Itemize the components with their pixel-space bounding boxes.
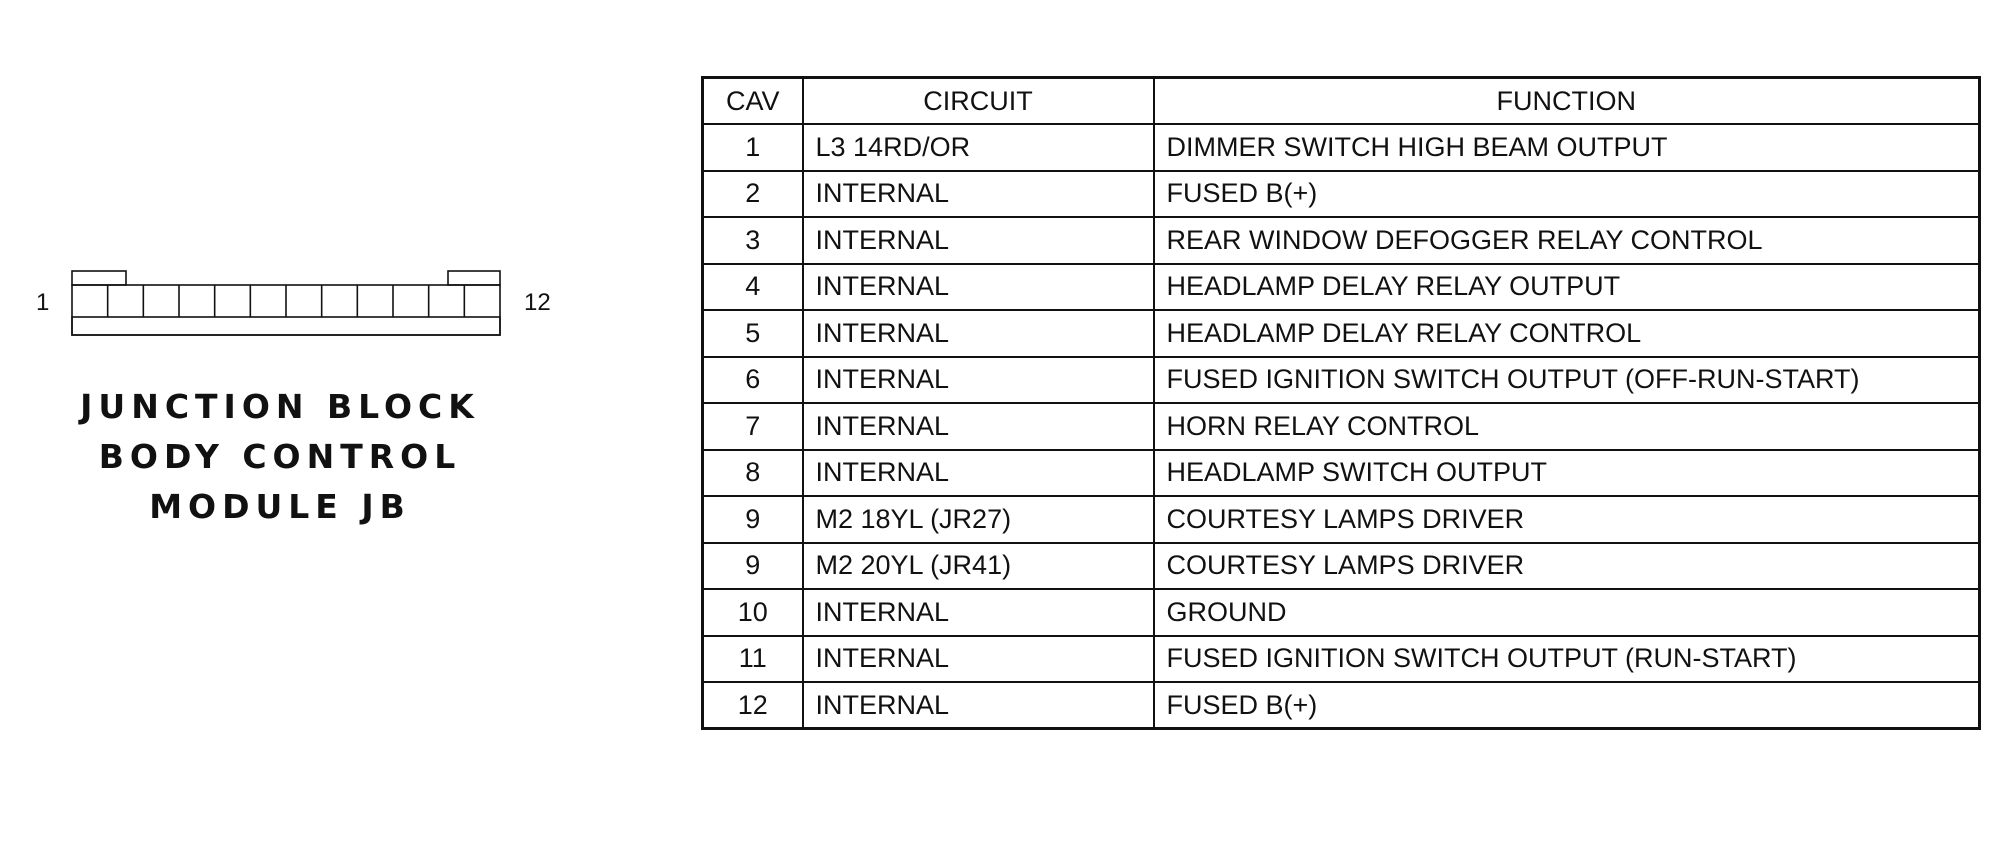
cell-circuit: INTERNAL	[801, 634, 1155, 683]
cell-circuit: INTERNAL	[801, 309, 1155, 358]
cell-cav: 10	[701, 588, 804, 637]
connector-title: JUNCTION BLOCK BODY CONTROL MODULE JB	[60, 382, 500, 532]
pin-12-label: 12	[524, 289, 551, 316]
cell-circuit: INTERNAL	[801, 448, 1155, 497]
cell-circuit: INTERNAL	[801, 588, 1155, 637]
header-cav: CAV	[701, 76, 804, 125]
cell-cav: 5	[701, 309, 804, 358]
cell-function: DIMMER SWITCH HIGH BEAM OUTPUT	[1152, 123, 1981, 172]
cell-circuit: INTERNAL	[801, 681, 1155, 730]
cell-circuit: INTERNAL	[801, 402, 1155, 451]
cell-circuit: INTERNAL	[801, 262, 1155, 311]
cell-function: FUSED B(+)	[1152, 169, 1981, 218]
cell-circuit: INTERNAL	[801, 216, 1155, 265]
connector-title-line-3: MODULE JB	[149, 487, 411, 526]
cell-function: HEADLAMP DELAY RELAY OUTPUT	[1152, 262, 1981, 311]
cell-cav: 3	[701, 216, 804, 265]
cavity-dividers	[106, 285, 466, 317]
cell-function: GROUND	[1152, 588, 1981, 637]
cell-cav: 6	[701, 355, 804, 404]
header-function: FUNCTION	[1152, 76, 1981, 125]
connector-latch-right	[447, 270, 501, 286]
cell-circuit: INTERNAL	[801, 355, 1155, 404]
connector-diagram: 1 12	[36, 270, 551, 336]
cell-function: COURTESY LAMPS DRIVER	[1152, 495, 1981, 544]
cell-cav: 4	[701, 262, 804, 311]
header-circuit: CIRCUIT	[801, 76, 1155, 125]
cell-function: HEADLAMP DELAY RELAY CONTROL	[1152, 309, 1981, 358]
cell-cav: 9	[701, 495, 804, 544]
connector-latch-left	[71, 270, 127, 286]
table-header-row: CAV CIRCUIT FUNCTION	[701, 76, 1981, 125]
connector-rail	[71, 316, 501, 336]
cell-circuit: M2 20YL (JR41)	[801, 541, 1155, 590]
cell-function: FUSED B(+)	[1152, 681, 1981, 730]
cell-cav: 1	[701, 123, 804, 172]
cell-cav: 11	[701, 634, 804, 683]
cell-circuit: INTERNAL	[801, 169, 1155, 218]
cell-circuit: M2 18YL (JR27)	[801, 495, 1155, 544]
cell-cav: 12	[701, 681, 804, 730]
cell-cav: 2	[701, 169, 804, 218]
pin-1-label: 1	[36, 289, 49, 316]
cell-function: REAR WINDOW DEFOGGER RELAY CONTROL	[1152, 216, 1981, 265]
cell-cav: 7	[701, 402, 804, 451]
connector-title-line-1: JUNCTION BLOCK	[80, 387, 480, 426]
cell-function: FUSED IGNITION SWITCH OUTPUT (OFF-RUN-ST…	[1152, 355, 1981, 404]
cell-function: HEADLAMP SWITCH OUTPUT	[1152, 448, 1981, 497]
cell-function: HORN RELAY CONTROL	[1152, 402, 1981, 451]
connector-title-line-2: BODY CONTROL	[98, 437, 462, 476]
cell-cav: 8	[701, 448, 804, 497]
cell-circuit: L3 14RD/OR	[801, 123, 1155, 172]
cell-cav: 9	[701, 541, 804, 590]
cell-function: FUSED IGNITION SWITCH OUTPUT (RUN-START)	[1152, 634, 1981, 683]
cell-function: COURTESY LAMPS DRIVER	[1152, 541, 1981, 590]
